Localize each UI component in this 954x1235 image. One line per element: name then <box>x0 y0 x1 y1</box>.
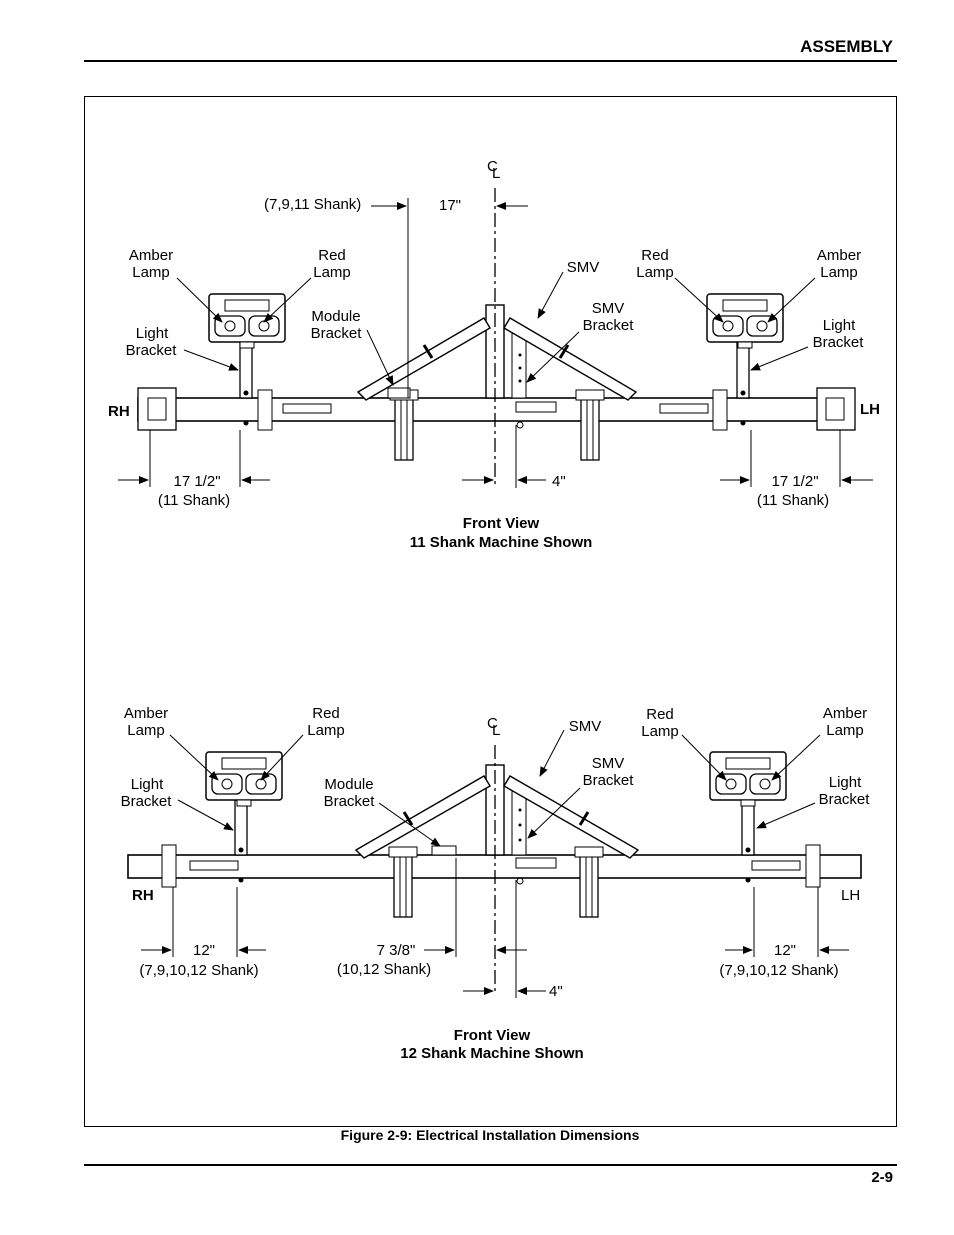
label-smv-bracket: SMV <box>592 300 625 317</box>
dim-right: 17 1/2" <box>771 473 818 490</box>
svg-text:Bracket: Bracket <box>324 793 376 810</box>
dim-4: 4" <box>552 473 566 490</box>
section-title: ASSEMBLY <box>800 37 893 56</box>
view-12-shank: C L Amber Lamp Red Lamp Light Bracket Mo… <box>121 705 871 1062</box>
svg-text:Bracket: Bracket <box>126 342 178 359</box>
label-amber-lamp-right: Amber <box>817 247 861 264</box>
view-11-shank: C L (7,9,11 Shank) 17" Amber Lamp Red La… <box>108 158 880 551</box>
dim-right: 12" <box>774 942 796 959</box>
dim-left: 12" <box>193 942 215 959</box>
svg-text:Bracket: Bracket <box>583 317 635 334</box>
label-red-lamp-right: Red <box>641 247 669 264</box>
label-light-bracket-right: Light <box>823 317 856 334</box>
svg-text:Bracket: Bracket <box>813 334 865 351</box>
view-subtitle: 12 Shank Machine Shown <box>400 1045 583 1062</box>
centerline-c: C <box>487 715 498 732</box>
label-rh: RH <box>132 887 154 904</box>
footer-rule <box>84 1164 897 1166</box>
dim-left: 17 1/2" <box>173 473 220 490</box>
shank-note: (7,9,11 Shank) <box>264 196 361 213</box>
figure-caption: Figure 2-9: Electrical Installation Dime… <box>340 1127 640 1143</box>
centerline-c: C <box>487 158 498 175</box>
svg-text:Lamp: Lamp <box>132 264 170 281</box>
label-module-bracket: Module <box>324 776 373 793</box>
svg-text:Bracket: Bracket <box>121 793 173 810</box>
label-light-bracket-left: Light <box>131 776 164 793</box>
label-lh: LH <box>860 401 880 418</box>
label-rh: RH <box>108 403 130 420</box>
svg-text:(10,12 Shank): (10,12 Shank) <box>337 961 431 978</box>
dim-4: 4" <box>549 983 563 1000</box>
view-title: Front View <box>454 1027 531 1044</box>
svg-text:Lamp: Lamp <box>313 264 351 281</box>
view-title: Front View <box>463 515 540 532</box>
svg-text:(7,9,10,12 Shank): (7,9,10,12 Shank) <box>139 962 258 979</box>
label-smv: SMV <box>569 718 602 735</box>
header-rule <box>84 60 897 62</box>
svg-text:Bracket: Bracket <box>583 772 635 789</box>
svg-text:Lamp: Lamp <box>641 723 679 740</box>
svg-text:(11 Shank): (11 Shank) <box>757 492 829 509</box>
svg-text:Bracket: Bracket <box>311 325 363 342</box>
centerline-l: L <box>492 722 500 739</box>
label-amber-lamp-left: Amber <box>129 247 173 264</box>
svg-text:Lamp: Lamp <box>820 264 858 281</box>
dim-mid: 7 3/8" <box>377 942 416 959</box>
label-smv-bracket: SMV <box>592 755 625 772</box>
label-red-lamp-left: Red <box>312 705 340 722</box>
dim-17: 17" <box>439 197 461 214</box>
view-subtitle: 11 Shank Machine Shown <box>410 534 593 551</box>
centerline-l: L <box>492 165 500 182</box>
label-red-lamp-left: Red <box>318 247 346 264</box>
label-lh: LH <box>841 887 860 904</box>
label-module-bracket: Module <box>311 308 360 325</box>
label-red-lamp-right: Red <box>646 706 674 723</box>
svg-text:Bracket: Bracket <box>819 791 871 808</box>
svg-text:Lamp: Lamp <box>127 722 165 739</box>
label-amber-lamp-left: Amber <box>124 705 168 722</box>
svg-text:Lamp: Lamp <box>307 722 345 739</box>
svg-text:(7,9,10,12 Shank): (7,9,10,12 Shank) <box>719 962 838 979</box>
label-amber-lamp-right: Amber <box>823 705 867 722</box>
svg-text:Lamp: Lamp <box>636 264 674 281</box>
svg-text:Lamp: Lamp <box>826 722 864 739</box>
figure-frame <box>84 96 897 1127</box>
svg-text:(11 Shank): (11 Shank) <box>158 492 230 509</box>
label-smv: SMV <box>567 259 600 276</box>
page-number: 2-9 <box>871 1169 893 1186</box>
label-light-bracket-left: Light <box>136 325 169 342</box>
label-light-bracket-right: Light <box>829 774 862 791</box>
